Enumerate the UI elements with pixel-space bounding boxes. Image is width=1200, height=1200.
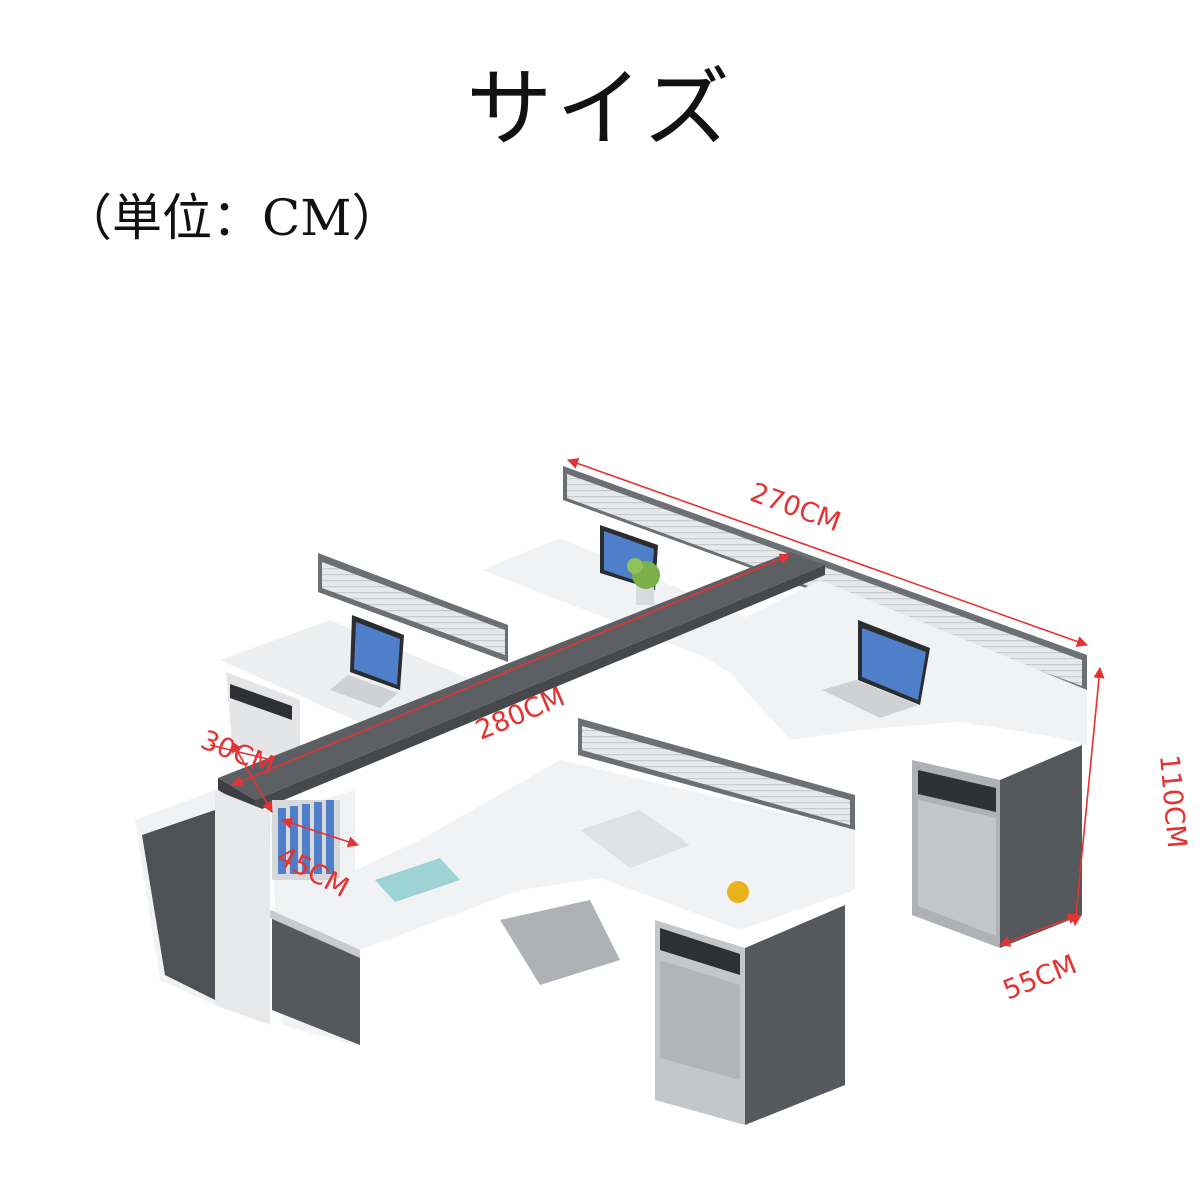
drawer-pedestal-front bbox=[655, 905, 845, 1125]
dimension-height-label: 110CM bbox=[1153, 753, 1192, 849]
cpu-stand bbox=[500, 900, 620, 985]
page-title: サイズ bbox=[466, 59, 734, 159]
dimension-desk-depth-label: 55CM bbox=[999, 949, 1082, 1006]
dimension-lines bbox=[209, 458, 1105, 947]
unit-note: （単位：CM） bbox=[62, 189, 402, 247]
desk-front-right bbox=[270, 718, 855, 1125]
storage-cabinet-right bbox=[912, 745, 1082, 948]
desk-accessories bbox=[375, 810, 749, 903]
